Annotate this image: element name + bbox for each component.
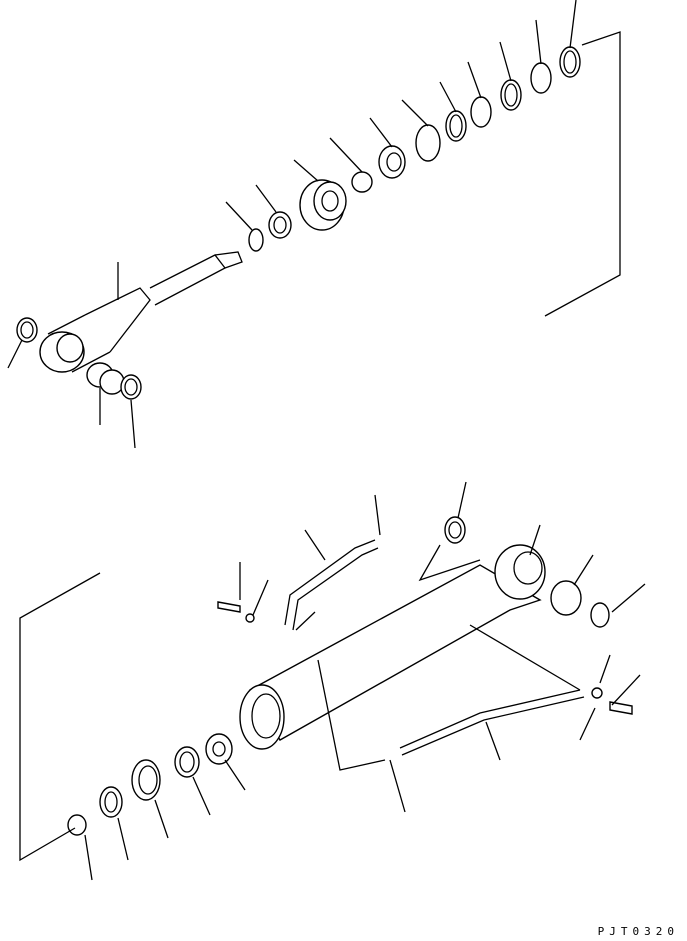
o-ring: [415, 124, 441, 162]
cylinder-head: [299, 179, 347, 231]
bolt-left: [217, 601, 241, 613]
seal-left: [16, 317, 38, 343]
pipe-lower: [399, 689, 585, 756]
snap-ring: [248, 228, 264, 252]
washer-right: [591, 687, 603, 699]
ring-4: [500, 79, 522, 111]
ring-5: [530, 62, 552, 94]
piston-rod: [84, 251, 243, 353]
piston-rod-assembly: [7, 0, 621, 449]
bolt-right: [609, 701, 633, 715]
drawing-code: PJT0320: [597, 925, 679, 938]
ring-1: [268, 211, 292, 239]
pipe-upper: [284, 539, 379, 631]
bushing: [86, 362, 125, 395]
piston-bottom: [131, 759, 161, 801]
spacer: [351, 171, 373, 193]
seal-bottom-top: [444, 516, 466, 544]
ring-bottom-1: [174, 746, 200, 778]
leader-lines-top: [7, 0, 621, 449]
ring-3: [470, 96, 492, 128]
bushing-bottom: [550, 580, 582, 616]
piston: [378, 145, 406, 179]
ring-2: [445, 110, 467, 142]
tube-mouth: [239, 684, 285, 750]
leader-lines-bottom: [19, 481, 646, 881]
bushing-small: [67, 814, 87, 836]
nut: [205, 733, 233, 765]
cylinder-tube: [249, 564, 542, 741]
rod-eye: [39, 314, 111, 373]
ring-6: [559, 46, 581, 78]
cylinder-tube-assembly: [19, 481, 646, 881]
snap-ring-bottom: [590, 602, 610, 628]
washer-left: [245, 613, 255, 623]
ring-bottom-2: [99, 786, 123, 818]
tube-eye: [494, 544, 546, 600]
dust-seal: [120, 374, 142, 400]
